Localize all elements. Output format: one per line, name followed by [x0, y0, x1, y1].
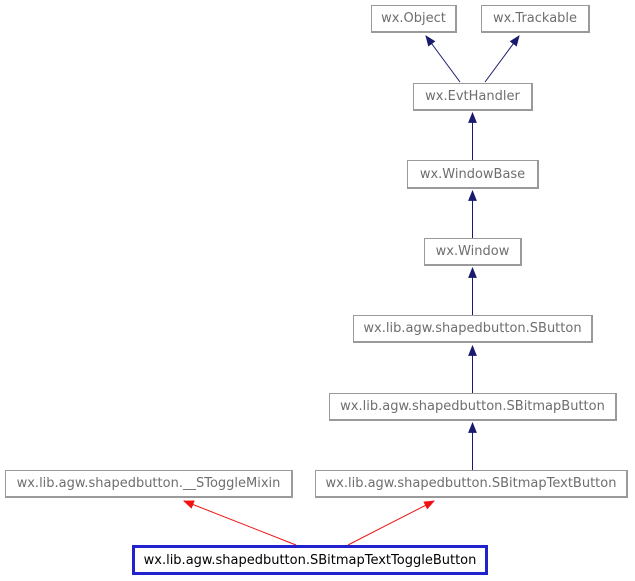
multiple-inheritance-arrow [182, 500, 297, 546]
inheritance-arrow [484, 35, 520, 83]
class-node-sbitmaptextbutton[interactable]: wx.lib.agw.shapedbutton.SBitmapTextButto… [315, 470, 628, 498]
class-node-wx-trackable[interactable]: wx.Trackable [481, 5, 590, 33]
class-node-wx-windowbase[interactable]: wx.WindowBase [407, 160, 539, 189]
class-node-wx-evthandler[interactable]: wx.EvtHandler [413, 83, 533, 111]
class-node-stogglemixin[interactable]: wx.lib.agw.shapedbutton.__SToggleMixin [5, 470, 293, 498]
class-node-sbitmapbutton[interactable]: wx.lib.agw.shapedbutton.SBitmapButton [329, 393, 617, 421]
multiple-inheritance-arrow [347, 500, 435, 546]
edge-lines [182, 35, 520, 546]
class-node-sbutton[interactable]: wx.lib.agw.shapedbutton.SButton [353, 315, 593, 343]
class-node-sbitmaptexttogglebutton: wx.lib.agw.shapedbutton.SBitmapTextToggl… [132, 545, 488, 575]
inheritance-arrow [425, 35, 461, 83]
class-node-wx-window[interactable]: wx.Window [424, 238, 522, 266]
class-node-wx-object[interactable]: wx.Object [371, 5, 457, 33]
